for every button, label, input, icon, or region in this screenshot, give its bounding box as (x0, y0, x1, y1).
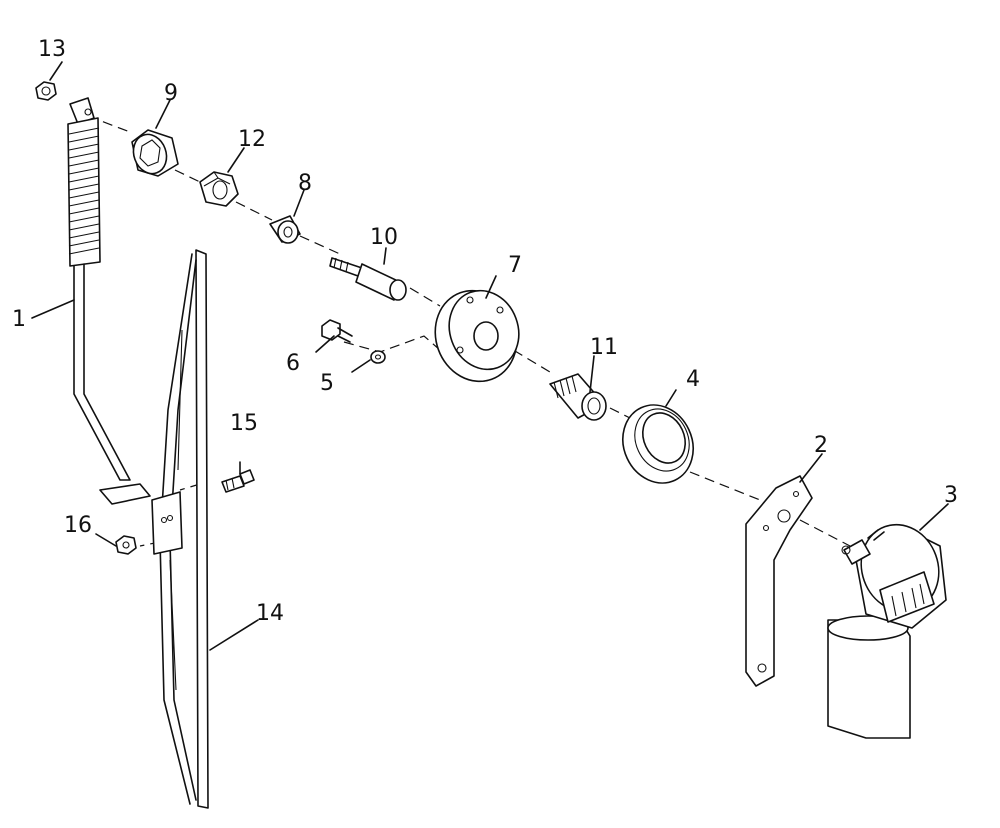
label-15: 15 (230, 411, 258, 436)
label-13: 13 (38, 37, 66, 62)
label-3: 3 (944, 483, 958, 508)
cap (131, 129, 179, 177)
seal-ring (622, 404, 694, 484)
wiper-arm (67, 97, 151, 505)
wiper-motor (827, 523, 947, 739)
label-2: 2 (814, 433, 828, 458)
label-8: 8 (298, 171, 312, 196)
label-9: 9 (164, 81, 178, 106)
label-6: 6 (286, 351, 300, 376)
bolt (321, 319, 353, 343)
label-12: 12 (238, 127, 266, 152)
part-labels: 13 9 12 8 10 7 6 5 11 4 1 15 16 14 2 3 (12, 37, 958, 626)
label-7: 7 (508, 253, 522, 278)
nut-small (35, 81, 57, 101)
label-10: 10 (370, 225, 398, 250)
washer (370, 350, 386, 364)
wiper-blade (151, 249, 209, 809)
label-5: 5 (320, 371, 334, 396)
label-4: 4 (686, 367, 700, 392)
threaded-bushing (549, 373, 607, 421)
spacer-bushing (269, 215, 301, 244)
mounting-bracket (745, 475, 813, 687)
label-16: 16 (64, 513, 92, 538)
label-11: 11 (590, 335, 618, 360)
drive-shaft (329, 257, 407, 301)
flange-plate (434, 289, 520, 383)
label-1: 1 (12, 307, 26, 332)
hex-nut (199, 171, 239, 207)
label-14: 14 (256, 601, 284, 626)
blade-nut (115, 535, 137, 555)
blade-screw (221, 469, 255, 493)
leader-lines (31, 61, 949, 651)
